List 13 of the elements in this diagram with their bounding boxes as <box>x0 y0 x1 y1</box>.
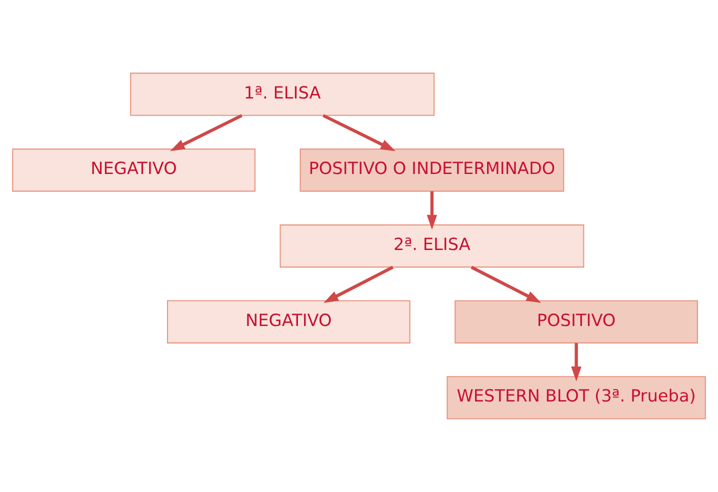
node-box: POSITIVO O INDETERMINADO <box>300 148 564 192</box>
arrow <box>324 266 394 303</box>
node-box: POSITIVO <box>454 300 698 344</box>
node-box: NEGATIVO <box>166 300 410 344</box>
node-box: NEGATIVO <box>12 148 256 192</box>
arrow <box>426 191 438 230</box>
node-box: 1ª. ELISA <box>130 72 435 116</box>
node-box: WESTERN BLOT (3ª. Prueba) <box>446 376 706 420</box>
arrow <box>322 114 396 152</box>
node-box: 2ª. ELISA <box>280 224 584 268</box>
arrow <box>470 266 542 303</box>
arrow <box>571 343 582 382</box>
arrow <box>170 114 242 152</box>
